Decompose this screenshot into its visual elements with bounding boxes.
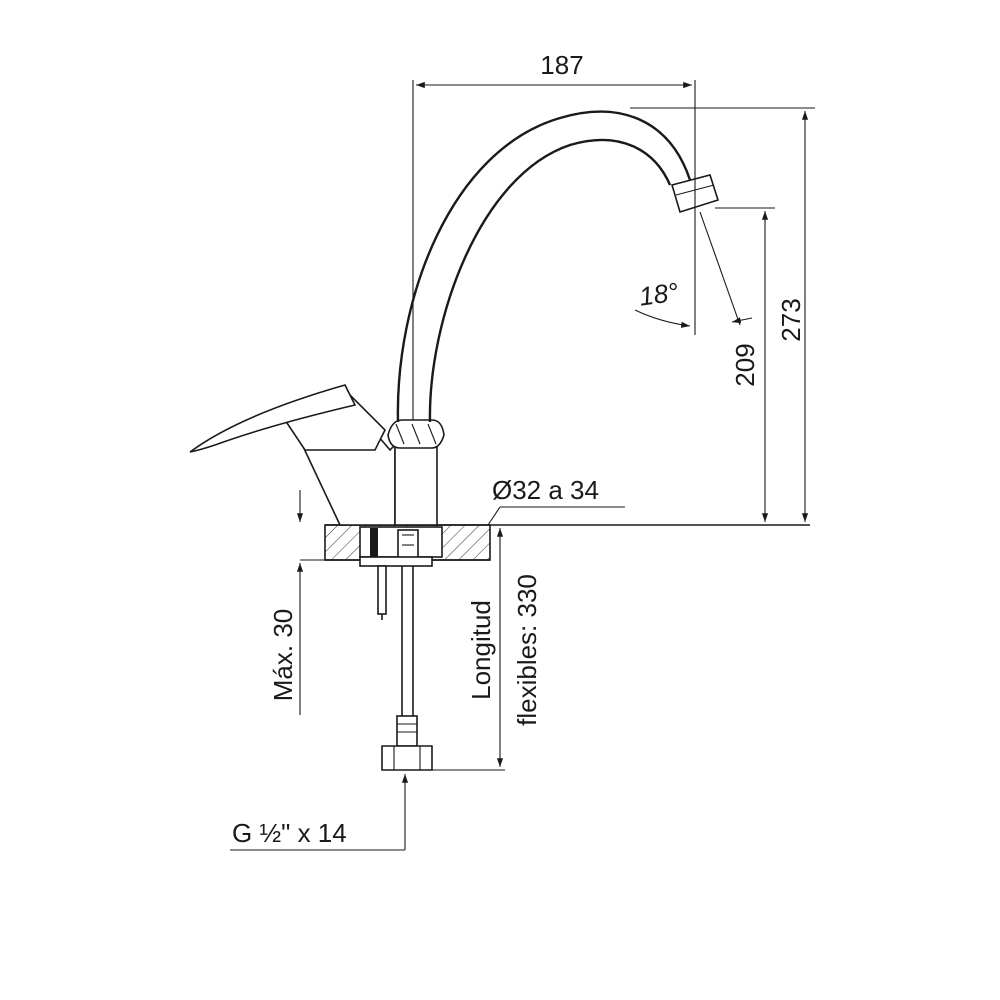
hole-diameter-label: Ø32 a 34 — [492, 475, 599, 505]
hose-connection-nut — [381, 745, 433, 771]
mounting-hardware — [359, 526, 443, 620]
connection-thread-label: G ½" x 14 — [232, 818, 347, 848]
dimension-hose-length: Longitud flexibles: 330 — [432, 528, 542, 771]
spout-height-label: 209 — [730, 343, 760, 386]
hose-length-label-line1: Longitud — [466, 600, 496, 700]
mounting-plate — [359, 556, 433, 567]
dimension-spout-height: 209 — [715, 207, 775, 522]
dimension-spout-reach: 187 — [412, 50, 696, 420]
dimension-connection-thread: G ½" x 14 — [230, 774, 409, 851]
spout-angle-label: 18° — [637, 276, 680, 311]
dimension-total-height: 273 — [630, 107, 815, 522]
flexible-hose — [381, 566, 433, 771]
total-height-label: 273 — [776, 298, 806, 341]
mounting-rod — [377, 565, 387, 615]
angle-leg — [699, 211, 741, 326]
faucet-body — [189, 110, 720, 526]
spout-reach-label: 187 — [540, 50, 583, 80]
spout-inner — [428, 138, 672, 423]
hose-length-label-line2: flexibles: 330 — [512, 574, 542, 726]
mounting-stud-left — [370, 528, 378, 558]
dimension-max-thickness: Máx. 30 — [268, 490, 360, 715]
spout-outer — [396, 110, 692, 423]
dimension-hole-diameter: Ø32 a 34 — [487, 475, 625, 526]
max-thickness-label: Máx. 30 — [268, 609, 298, 702]
lever-handle — [189, 384, 357, 453]
hose-ferrule — [396, 715, 418, 747]
faucet-column — [394, 439, 438, 526]
dimension-spout-angle: 18° — [634, 211, 753, 328]
mounting-nut — [397, 529, 419, 559]
